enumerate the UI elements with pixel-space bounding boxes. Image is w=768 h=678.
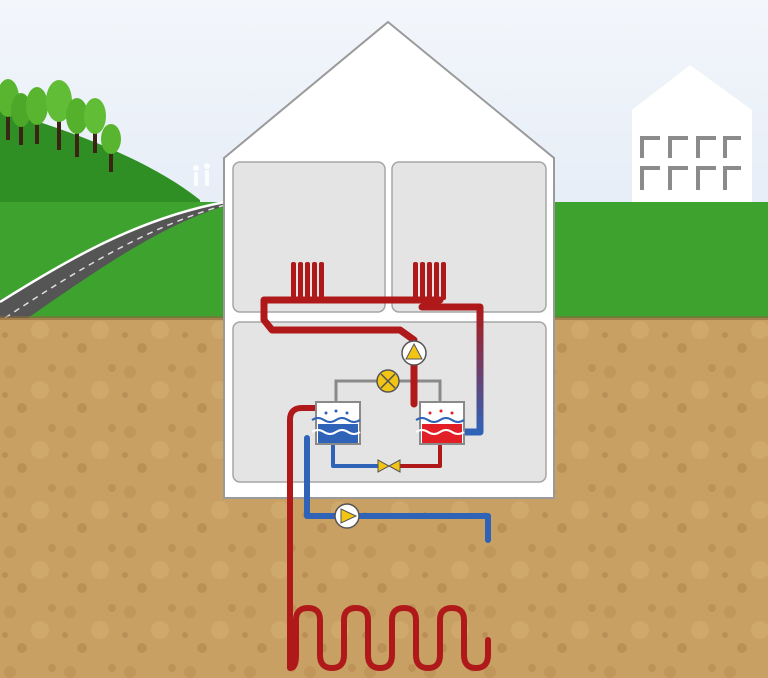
radiator-icon xyxy=(413,262,446,300)
heat-exchanger-icon xyxy=(415,401,465,445)
refrigerant-liquid-line xyxy=(331,444,442,468)
walking-people xyxy=(193,163,210,186)
trees xyxy=(0,79,121,172)
room-upper-left xyxy=(232,161,386,313)
tree xyxy=(26,87,48,144)
compressor-icon xyxy=(376,369,400,393)
heat-exchanger-icon xyxy=(311,401,361,445)
radiator-icon xyxy=(291,262,324,300)
neighbour-house xyxy=(632,65,752,202)
room-basement xyxy=(232,321,547,483)
tree xyxy=(46,80,72,150)
road-center-line xyxy=(4,204,226,319)
ground-collector-loop xyxy=(287,405,491,671)
tree xyxy=(11,93,31,145)
road xyxy=(0,202,225,320)
heating-circuit xyxy=(260,296,484,436)
tree xyxy=(84,98,106,153)
tree xyxy=(66,98,88,157)
ground-loop-pipe xyxy=(355,513,491,543)
valve-icon xyxy=(377,459,401,473)
pump-icon xyxy=(401,340,427,366)
refrigerant-line xyxy=(334,379,377,403)
tree xyxy=(101,124,121,172)
pump-icon xyxy=(334,503,360,529)
ground-loop-pipe xyxy=(304,435,339,519)
ground-loop-serpentine xyxy=(287,405,491,671)
heating-return-pipe xyxy=(418,303,484,436)
road-edge-line xyxy=(0,200,226,304)
